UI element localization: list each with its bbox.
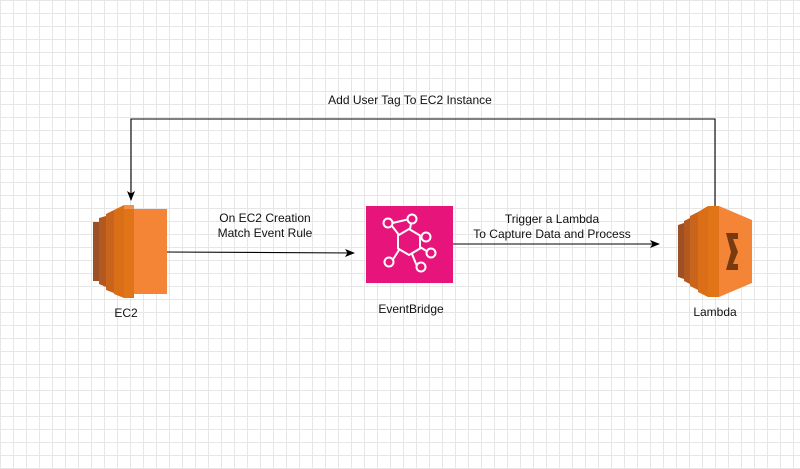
lambda-label: Lambda — [693, 305, 737, 319]
edge-label-line: Trigger a Lambda — [504, 212, 600, 226]
lambda-icon[interactable] — [678, 206, 752, 297]
edge-label-line: Match Event Rule — [217, 226, 313, 240]
edge-label-line: On EC2 Creation — [219, 211, 311, 225]
edge-lambda-to-ec2[interactable] — [127, 118, 716, 208]
edge-label-lambda-to-ec2: Add User Tag To EC2 Instance — [328, 93, 492, 107]
eventbridge-icon[interactable] — [366, 206, 453, 283]
edge-label-eventbridge-to-lambda: Trigger a Lambda To Capture Data and Pro… — [463, 212, 641, 242]
eventbridge-label: EventBridge — [378, 302, 444, 316]
edge-label-line: To Capture Data and Process — [473, 227, 631, 241]
ec2-label: EC2 — [114, 306, 138, 320]
ec2-icon[interactable] — [93, 205, 167, 298]
edge-label-ec2-to-eventbridge: On EC2 Creation Match Event Rule — [196, 211, 334, 241]
edge-ec2-to-eventbridge[interactable] — [165, 248, 355, 257]
